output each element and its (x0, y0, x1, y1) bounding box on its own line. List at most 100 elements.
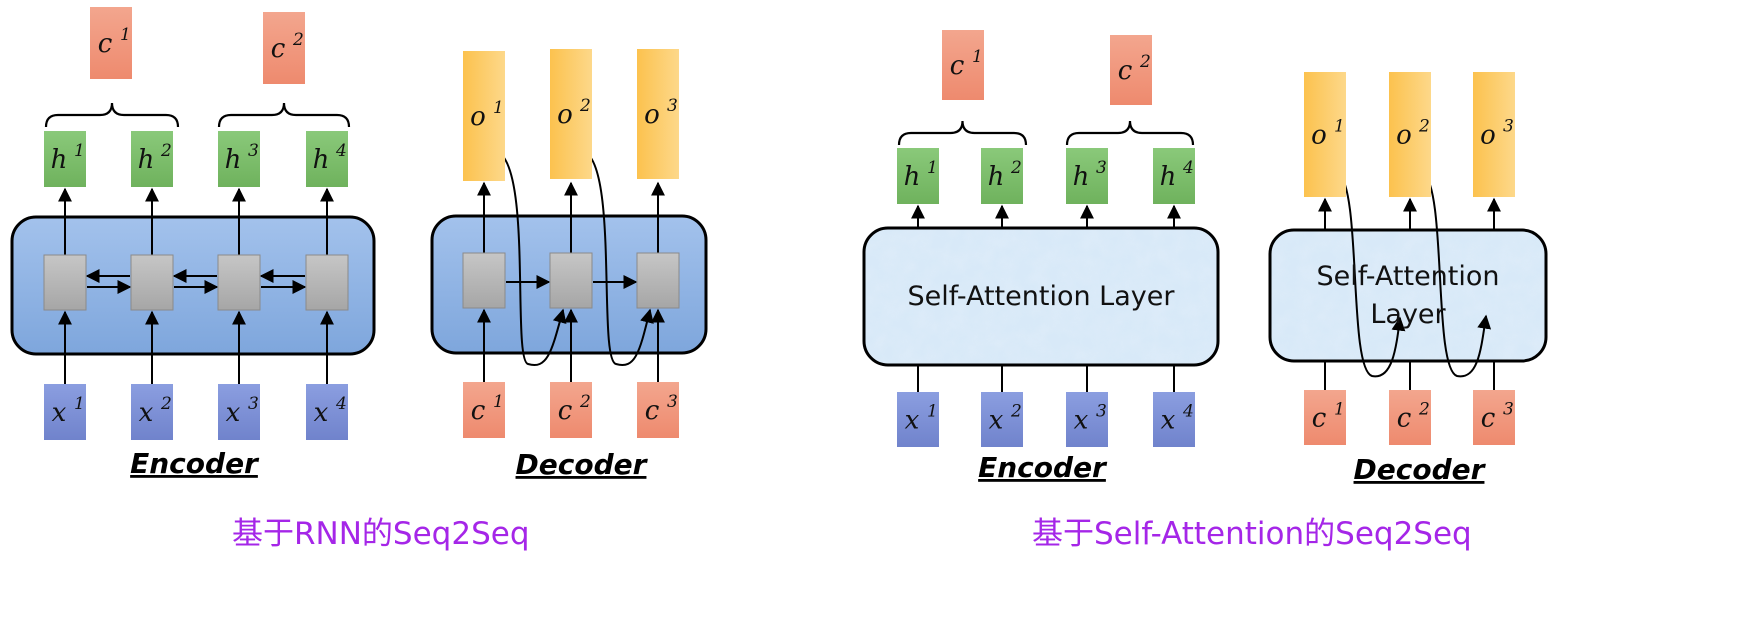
sa-context-c1-label-sup: 1 (972, 47, 983, 67)
sa-encoder-block-texture (864, 228, 1218, 365)
rnn-input-x2 (131, 384, 173, 440)
sa-input-x2 (981, 392, 1023, 447)
rnn-context-c2-label-sup: 2 (292, 30, 304, 50)
rnn-hidden-h1 (44, 131, 86, 187)
rnn-decoder-title: Decoder (516, 448, 649, 481)
sa-decoder-layer-label-line2: Layer (1370, 299, 1446, 330)
rnn-input-x2-label: x (139, 398, 154, 428)
rnn-output-o3-label-sup: 3 (667, 96, 678, 116)
rnn-decoder-input-c2 (550, 382, 592, 438)
rnn-decoder-cell (462, 252, 506, 309)
rnn-hidden-h2-label-sup: 2 (160, 141, 172, 161)
sa-decoder-input-c2-label-sup: 2 (1418, 400, 1430, 420)
sa-hidden-h3-label: h (1073, 162, 1090, 192)
blocks-layer (10, 214, 1548, 367)
rnn-input-x4-label-sup: 4 (335, 394, 347, 414)
sa-context-c1 (942, 30, 984, 100)
rnn-context-c2 (263, 12, 305, 84)
rnn-brace-c1 (44, 102, 180, 128)
rnn-caption: 基于RNN的Seq2Seq (232, 516, 530, 552)
connections-layer (44, 102, 1501, 392)
sa-decoder-input-c2 (1389, 390, 1431, 445)
sa-hidden-h3-label-sup: 3 (1096, 158, 1107, 178)
rnn-encoder-cell (43, 254, 87, 311)
rnn-hidden-h4 (306, 131, 348, 187)
rnn-output-o2 (550, 49, 592, 179)
rnn-decoder-input-c2-label-sup: 2 (579, 392, 591, 412)
rnn-output-o3-label: o (644, 100, 660, 130)
rnn-input-x2-label-sup: 2 (160, 394, 172, 414)
sa-input-x1-label: x (905, 406, 920, 436)
sa-input-x1 (897, 392, 939, 447)
sa-hidden-h3 (1066, 148, 1108, 204)
sa-input-x4-label: x (1161, 406, 1176, 436)
sa-input-x2-label-sup: 2 (1010, 402, 1022, 422)
rnn-output-o1 (463, 51, 505, 181)
sa-decoder-input-c2-label: c (1397, 404, 1412, 434)
sa-hidden-h4 (1153, 148, 1195, 204)
rnn-decoder-input-c3-label: c (645, 396, 660, 426)
sa-context-c1-label: c (950, 51, 965, 81)
sa-decoder-input-c3-label: c (1481, 404, 1496, 434)
sa-context-c2-label-sup: 2 (1139, 52, 1151, 72)
rnn-decoder-input-c3 (637, 382, 679, 438)
sa-decoder-input-c3-label-sup: 3 (1503, 400, 1514, 420)
sa-hidden-h1 (897, 148, 939, 204)
rnn-feedback-curve-2 (584, 151, 654, 367)
rnn-input-x1-label: x (52, 398, 67, 428)
sa-output-o3-label-sup: 3 (1503, 117, 1514, 137)
rnn-output-o2-label-sup: 2 (579, 96, 591, 116)
sa-encoder-block (862, 226, 1220, 367)
rnn-encoder-cell (130, 254, 174, 311)
rnn-context-c1-label: c (98, 29, 113, 59)
rnn-hidden-h4-label: h (313, 145, 330, 175)
rnn-context-c2-label: c (271, 34, 286, 64)
sa-hidden-h1-label-sup: 1 (927, 158, 938, 178)
sa-decoder-block (1268, 228, 1548, 363)
sa-context-c2-label: c (1118, 56, 1133, 86)
rnn-context-c1-label-sup: 1 (120, 25, 131, 45)
sa-output-o2 (1389, 72, 1431, 197)
sa-output-o3 (1473, 72, 1515, 197)
rnn-decoder-cell (549, 252, 593, 309)
rnn-encoder-cell (305, 254, 349, 311)
rnn-hidden-h1-label: h (51, 145, 68, 175)
sa-input-x4-label-sup: 4 (1182, 402, 1194, 422)
rnn-decoder-input-c1 (463, 382, 505, 438)
sa-decoder-block-texture (1270, 230, 1546, 361)
rnn-output-o1-label-sup: 1 (493, 98, 504, 118)
sa-hidden-h2 (981, 148, 1023, 204)
rnn-decoder-input-c1-label-sup: 1 (493, 392, 504, 412)
sa-output-o1 (1304, 72, 1346, 197)
sa-hidden-h1-label: h (904, 162, 921, 192)
rnn-hidden-h3-label: h (225, 145, 242, 175)
sa-decoder-input-c1-label: c (1312, 404, 1327, 434)
self-attention-caption: 基于Self-Attention的Seq2Seq (1032, 516, 1472, 552)
sa-encoder-title: Encoder (978, 451, 1108, 484)
rnn-feedback-curve-1 (497, 151, 567, 367)
sa-feedback-curve-1 (1337, 171, 1406, 378)
rnn-encoder-block (10, 215, 376, 356)
sa-decoder-input-c3 (1473, 390, 1515, 445)
sa-brace-c1 (897, 120, 1028, 146)
sa-output-o2-label: o (1396, 121, 1412, 151)
sa-brace-c2 (1065, 120, 1195, 146)
token-boxes-layer (43, 7, 1515, 447)
rnn-hidden-h3 (218, 131, 260, 187)
rnn-hidden-h2 (131, 131, 173, 187)
sa-encoder-layer-label: Self-Attention Layer (908, 281, 1176, 312)
rnn-output-o1-label: o (470, 102, 486, 132)
sa-output-o1-label-sup: 1 (1334, 117, 1345, 137)
sa-input-x3-label: x (1074, 406, 1089, 436)
rnn-hidden-h1-label-sup: 1 (74, 141, 85, 161)
rnn-decoder-input-c1-label: c (471, 396, 486, 426)
sa-input-x2-label: x (989, 406, 1004, 436)
sa-output-o1-label: o (1311, 121, 1327, 151)
rnn-hidden-h3-label-sup: 3 (248, 141, 259, 161)
sa-input-x1-label-sup: 1 (927, 402, 938, 422)
sa-input-x3-label-sup: 3 (1096, 402, 1107, 422)
rnn-encoder-title: Encoder (130, 447, 260, 480)
rnn-input-x1-label-sup: 1 (74, 394, 85, 414)
